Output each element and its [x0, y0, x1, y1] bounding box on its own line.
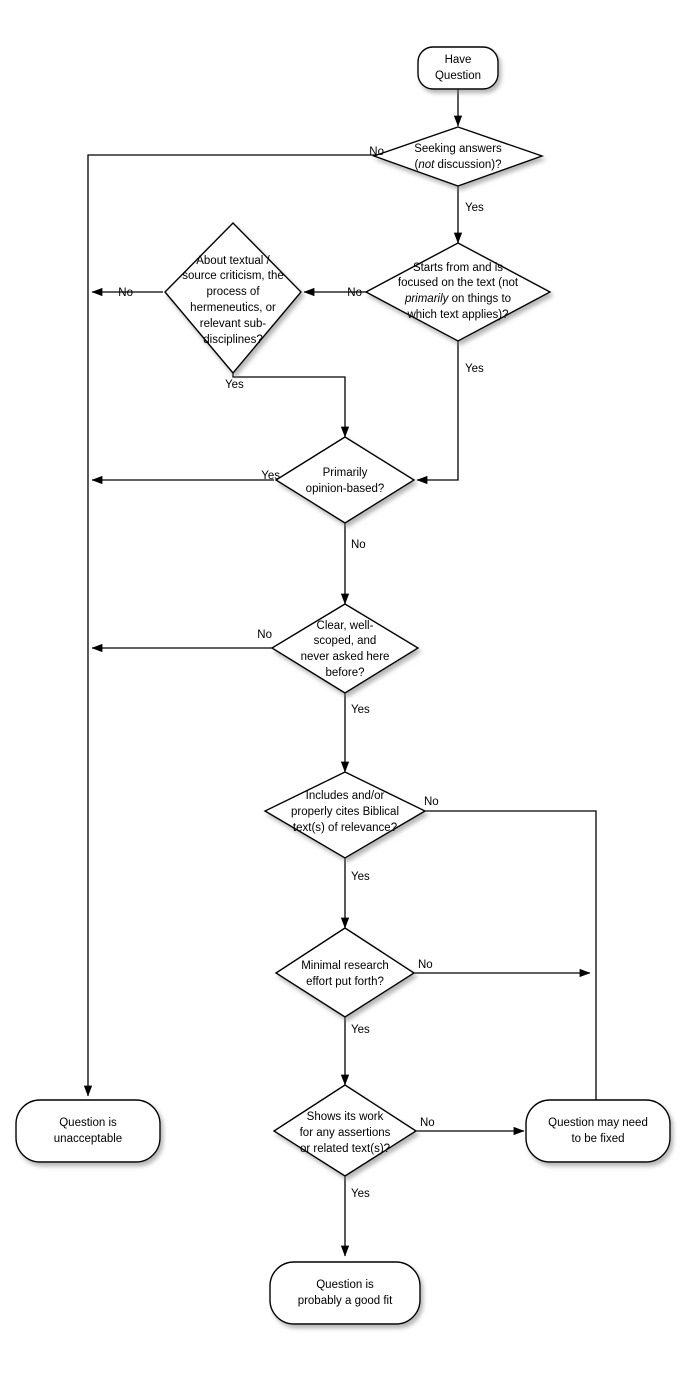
node-minimal-research-line-2: effort put forth?	[306, 976, 384, 988]
node-clear-well-scoped-line-2: scoped, and	[314, 635, 377, 647]
node-shows-its-work[interactable]: Shows its work for any assertions or rel…	[272, 1084, 418, 1177]
edge-label-seeking-no: No	[369, 146, 384, 158]
edge-label-shows-no: No	[420, 1117, 435, 1129]
edge-label-starts-no: No	[347, 287, 362, 299]
node-starts-from-text[interactable]: Starts from and is focused on the text (…	[364, 242, 552, 342]
node-question-may-need-fixed-line-1: Question may need	[548, 1117, 648, 1129]
node-about-textual-line-3: process of	[206, 286, 260, 298]
node-question-unacceptable[interactable]: Question is unacceptable	[15, 1099, 161, 1163]
edge-label-opinion-yes: Yes	[261, 470, 280, 482]
edge-label-research-no: No	[418, 959, 433, 971]
node-shows-its-work-line-2: for any assertions	[300, 1127, 391, 1139]
node-have-question-line-2: Question	[435, 70, 481, 82]
edge-label-about-no: No	[118, 287, 133, 299]
node-have-question-line-1: Have	[445, 54, 472, 66]
node-shows-its-work-line-1: Shows its work	[307, 1111, 384, 1123]
node-about-textual-line-2: source criticism, the	[182, 270, 284, 282]
node-starts-from-text-line-1: Starts from and is	[413, 262, 503, 274]
edge-label-about-yes: Yes	[225, 379, 244, 391]
node-primarily-opinion[interactable]: Primarily opinion-based?	[274, 436, 416, 524]
edge-label-opinion-no: No	[351, 539, 366, 551]
edge-label-shows-yes: Yes	[351, 1188, 370, 1200]
node-about-textual-line-1: About textual /	[196, 255, 270, 267]
node-primarily-opinion-line-1: Primarily	[323, 467, 368, 479]
node-includes-cites[interactable]: Includes and/or properly cites Biblical …	[263, 771, 427, 859]
edge-starts-yes-to-opinion	[416, 341, 459, 485]
node-seeking-answers[interactable]: Seeking answers (not discussion)?	[371, 126, 545, 187]
edge-label-clear-yes: Yes	[351, 704, 370, 716]
node-starts-from-text-line-2: focused on the text (not	[398, 277, 519, 289]
node-have-question[interactable]: Have Question	[417, 46, 499, 90]
edge-label-includes-no: No	[424, 796, 439, 808]
node-clear-well-scoped-line-4: before?	[325, 667, 364, 679]
edge-includes-no-to-right-rail	[423, 810, 597, 1104]
node-about-textual[interactable]: About textual / source criticism, the pr…	[164, 222, 302, 375]
node-includes-cites-line-2: properly cites Biblical	[291, 806, 399, 818]
node-minimal-research-line-1: Minimal research	[301, 960, 389, 972]
node-clear-well-scoped-line-3: never asked here	[301, 651, 390, 663]
node-starts-from-text-line-3: primarily on things to	[404, 293, 511, 305]
node-seeking-answers-line-2: (not discussion)?	[415, 159, 502, 171]
node-question-unacceptable-line-2: unacceptable	[54, 1133, 122, 1145]
edges-layer	[83, 89, 597, 1257]
node-about-textual-line-4: hermeneutics, or	[190, 302, 276, 314]
edge-label-clear-no: No	[257, 629, 272, 641]
node-about-textual-line-6: disciplines?	[203, 334, 262, 346]
node-minimal-research[interactable]: Minimal research effort put forth?	[274, 927, 416, 1018]
node-clear-well-scoped[interactable]: Clear, well- scoped, and never asked her…	[270, 603, 420, 694]
node-primarily-opinion-line-2: opinion-based?	[306, 483, 385, 495]
node-includes-cites-line-3: text(s) of relevance?	[293, 822, 397, 834]
edge-labels-layer: No Yes No Yes No Yes Yes No No Yes No Ye…	[118, 146, 484, 1200]
node-question-good-fit-line-2: probably a good fit	[298, 1295, 393, 1307]
node-question-good-fit-line-1: Question is	[316, 1279, 374, 1291]
edge-label-seeking-yes: Yes	[465, 202, 484, 214]
node-clear-well-scoped-line-1: Clear, well-	[317, 620, 374, 632]
edge-label-research-yes: Yes	[351, 1024, 370, 1036]
node-shows-its-work-line-3: or related text(s)?	[300, 1143, 390, 1155]
node-includes-cites-line-1: Includes and/or	[306, 790, 385, 802]
node-question-may-need-fixed-line-2: to be fixed	[571, 1133, 624, 1145]
edge-seeking-no-to-rail	[83, 154, 389, 1097]
node-starts-from-text-line-4: which text applies)?	[407, 309, 509, 321]
edge-label-includes-yes: Yes	[351, 871, 370, 883]
node-seeking-answers-line-1: Seeking answers	[414, 143, 502, 155]
node-question-may-need-fixed[interactable]: Question may need to be fixed	[525, 1099, 671, 1163]
node-question-unacceptable-line-1: Question is	[59, 1117, 117, 1129]
node-about-textual-line-5: relevant sub-	[200, 318, 267, 330]
edge-about-yes-to-opinion	[232, 373, 350, 438]
node-question-good-fit[interactable]: Question is probably a good fit	[269, 1261, 421, 1325]
edge-label-starts-yes: Yes	[465, 363, 484, 375]
